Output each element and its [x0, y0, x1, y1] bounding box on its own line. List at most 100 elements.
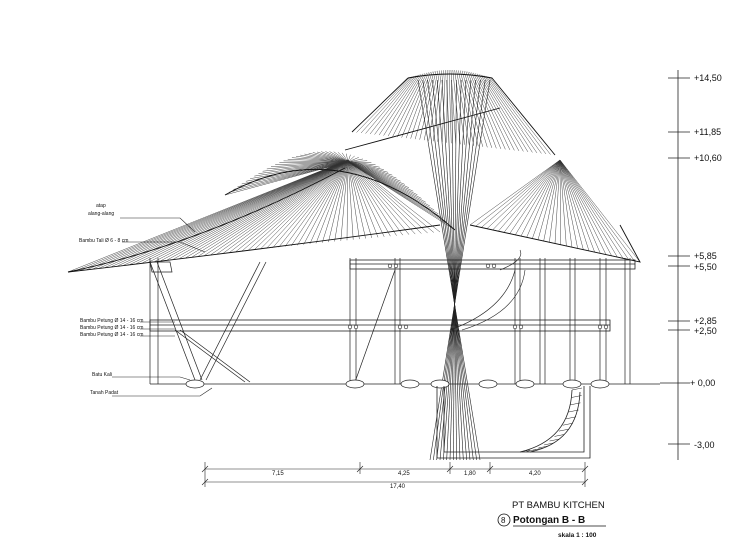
roof-rafter [432, 70, 442, 142]
roof-rafter [92, 159, 349, 270]
bolt-joint [512, 324, 518, 330]
roof-rafter [559, 159, 595, 253]
roof-rafter [532, 159, 561, 239]
roof-rafter [67, 159, 349, 273]
roof-rafter [437, 70, 444, 142]
roof-rafter [347, 159, 379, 238]
foundation-stones [185, 379, 610, 389]
roof-rafter [210, 159, 349, 256]
annotation-label: Batu Kali [92, 372, 112, 378]
elevation-label: + 0,00 [690, 378, 715, 388]
roof-rafter [283, 160, 349, 163]
bamboo-pole [432, 79, 471, 461]
roof-rafter [347, 161, 418, 195]
roof-rafter [489, 77, 551, 155]
roof-rafter [481, 159, 561, 228]
roof-rafter [537, 159, 561, 240]
roof-middle-fan [224, 151, 456, 231]
stair-step [538, 445, 549, 449]
roof-rafter [347, 161, 431, 207]
roof-rafter [142, 159, 349, 264]
central-bamboo-cluster [417, 79, 491, 461]
roof-rafter [111, 159, 349, 267]
foundation-stone [185, 379, 205, 389]
roof-rafter [559, 159, 641, 263]
roof-rafter [321, 151, 349, 163]
annotation-label: Bambu Petung Ø 14 - 16 cm [80, 325, 143, 331]
roof-rafter [347, 159, 397, 236]
roof-rafter [347, 161, 456, 231]
roof-rafter [291, 159, 349, 247]
bolt-joint [397, 324, 403, 330]
roof-rafter [347, 161, 376, 166]
roof-rafter [559, 159, 590, 251]
title-block: PT BAMBU KITCHEN 8 Potongan B - B skala … [497, 500, 606, 539]
roof-rafter [179, 159, 349, 259]
roof-rafter [266, 159, 349, 249]
bamboo-pole [443, 79, 472, 461]
bamboo-pole [436, 79, 467, 461]
elevation-label: +2,50 [694, 326, 717, 336]
elevation-label: +5,50 [694, 262, 717, 272]
roof-rafter [559, 159, 567, 246]
roof-rafter [275, 161, 349, 165]
roof-rafter [204, 159, 349, 256]
roof-rafter [559, 159, 624, 259]
roof-rafter [341, 152, 349, 163]
roof-rafter [185, 159, 349, 258]
roof-rafter [347, 161, 393, 176]
roof-rafter [347, 161, 380, 168]
roof-rafter [559, 159, 561, 245]
roof-rafter [410, 71, 433, 139]
stair-step [544, 442, 555, 446]
roof-rafter [423, 70, 439, 141]
roof-rafter [452, 70, 461, 145]
roof-rafter [216, 159, 349, 255]
annotation-label: alang-alang [88, 211, 114, 217]
drawing-number: 8 [501, 516, 506, 525]
roof-rafter [229, 161, 349, 193]
roof-rafter [347, 161, 401, 182]
roof-rafter [526, 159, 561, 238]
bamboo-pole [429, 79, 491, 461]
roof-rafter [258, 161, 349, 174]
elevation-label: -3,00 [694, 440, 715, 450]
roof-rafter [237, 161, 349, 187]
stair-step [570, 402, 581, 406]
roof-rafter [559, 159, 578, 249]
roof-rafter [346, 153, 349, 163]
project-title: PT BAMBU KITCHEN [512, 500, 605, 511]
annotation-label: Tanah Padat [90, 390, 119, 396]
roof-rafter [356, 77, 411, 133]
roof-rafter [554, 159, 561, 244]
roof-rafter [347, 158, 364, 163]
roof-rafter [503, 159, 561, 233]
roof-rafter [198, 159, 349, 257]
roof-rafter [347, 161, 426, 203]
roof-rafter [329, 151, 349, 163]
bamboo-pole [417, 79, 481, 461]
bolt-joint [518, 324, 524, 330]
roof-rafter [346, 159, 349, 241]
floor-beams [149, 259, 636, 332]
dimension-lines [201, 462, 589, 487]
roof-rafter [148, 159, 349, 263]
roof-rafter [287, 158, 349, 163]
roof-rafter [515, 159, 561, 235]
elevation-label: +10,60 [694, 153, 722, 163]
roof-rafter [347, 159, 422, 234]
bamboo-pole [433, 79, 486, 461]
bamboo-pole [422, 79, 477, 461]
roof-rafter [347, 159, 416, 235]
roof-rafter [316, 151, 349, 163]
roof-rafter [401, 72, 429, 138]
roof-rafter [559, 159, 584, 250]
roof-rafter [559, 159, 573, 248]
bamboo-columns [149, 258, 631, 384]
roof-rafter [460, 70, 479, 147]
spiral-stair [449, 249, 526, 331]
elevation-axis [660, 70, 690, 460]
roof-rafter [241, 161, 349, 185]
roof-rafter [469, 159, 561, 226]
